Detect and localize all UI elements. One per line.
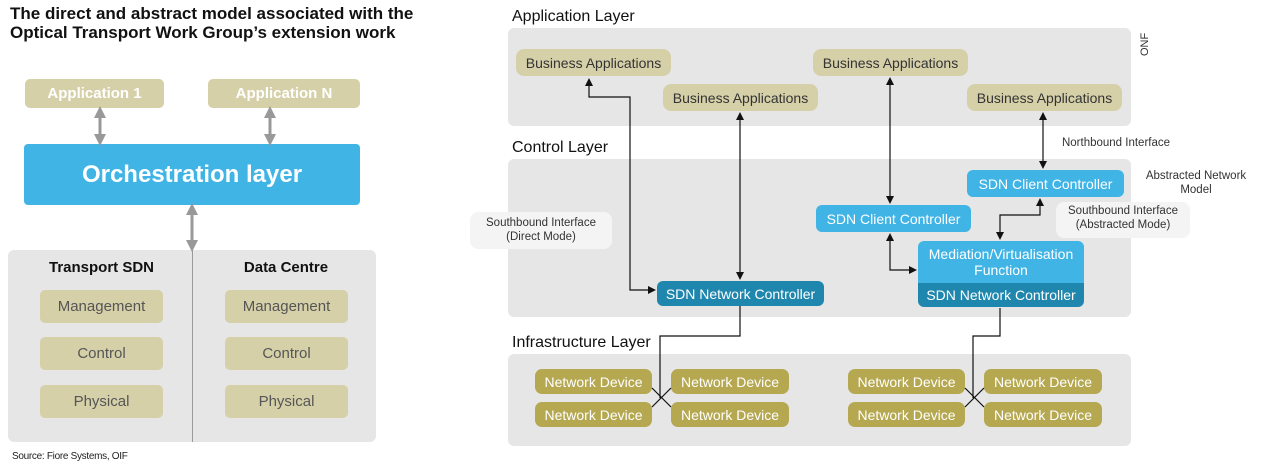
business-applications-2: Business Applications — [663, 84, 818, 111]
application-layer-panel — [508, 28, 1131, 126]
title-line-2: Optical Transport Work Group’s extension… — [10, 23, 396, 42]
orchestration-layer-box: Orchestration layer — [24, 144, 360, 205]
abstracted-network-model-label: Abstracted Network Model — [1134, 169, 1258, 197]
network-device-5: Network Device — [848, 369, 965, 394]
business-applications-3: Business Applications — [813, 49, 968, 76]
abstracted-model-line-2: Model — [1180, 184, 1212, 196]
southbound-abstracted-line-1: Southbound Interface — [1068, 205, 1178, 217]
sdn-network-controller-direct: SDN Network Controller — [657, 281, 824, 306]
transport-control-box: Control — [40, 337, 163, 370]
sdn-client-controller-middle: SDN Client Controller — [816, 205, 971, 232]
mediation-line-1: Mediation/Virtualisation — [928, 246, 1074, 262]
application-1-box: Application 1 — [25, 79, 164, 108]
network-device-2: Network Device — [671, 369, 789, 394]
transport-sdn-heading: Transport SDN — [48, 259, 154, 276]
network-device-3: Network Device — [535, 402, 652, 427]
abstracted-model-line-1: Abstracted Network — [1145, 170, 1247, 182]
northbound-interface-label: Northbound Interface — [1061, 137, 1171, 149]
southbound-direct-line-2: (Direct Mode) — [506, 231, 576, 243]
southbound-abstracted-label: Southbound Interface (Abstracted Mode) — [1056, 202, 1190, 238]
page-title: The direct and abstract model associated… — [10, 4, 480, 42]
network-device-8: Network Device — [984, 402, 1102, 427]
business-applications-1: Business Applications — [516, 49, 671, 76]
transport-management-box: Management — [40, 290, 163, 323]
onf-label: ONF — [1139, 32, 1151, 56]
southbound-direct-label: Southbound Interface (Direct Mode) — [470, 212, 612, 249]
datacentre-management-box: Management — [225, 290, 348, 323]
application-layer-title: Application Layer — [512, 8, 635, 25]
transport-physical-box: Physical — [40, 385, 163, 418]
network-device-4: Network Device — [671, 402, 789, 427]
network-device-7: Network Device — [848, 402, 965, 427]
network-device-1: Network Device — [535, 369, 652, 394]
control-layer-title: Control Layer — [512, 139, 609, 156]
infrastructure-layer-title: Infrastructure Layer — [512, 334, 651, 351]
southbound-direct-line-1: Southbound Interface — [486, 217, 596, 229]
sdn-network-controller-abstracted: SDN Network Controller — [918, 283, 1084, 307]
datacentre-control-box: Control — [225, 337, 348, 370]
business-applications-4: Business Applications — [967, 84, 1122, 111]
network-device-6: Network Device — [984, 369, 1102, 394]
source-note: Source: Fiore Systems, OIF — [12, 451, 128, 462]
mediation-virtualisation-function: Mediation/Virtualisation Function — [918, 241, 1084, 283]
mediation-line-2: Function — [974, 262, 1028, 278]
datacentre-physical-box: Physical — [225, 385, 348, 418]
panel-divider — [192, 250, 193, 442]
data-centre-heading: Data Centre — [243, 259, 329, 276]
southbound-abstracted-line-2: (Abstracted Mode) — [1075, 219, 1171, 231]
infrastructure-layer-panel — [508, 354, 1131, 446]
title-line-1: The direct and abstract model associated… — [10, 4, 414, 23]
sdn-client-controller-top: SDN Client Controller — [967, 170, 1124, 197]
application-n-box: Application N — [208, 79, 360, 108]
